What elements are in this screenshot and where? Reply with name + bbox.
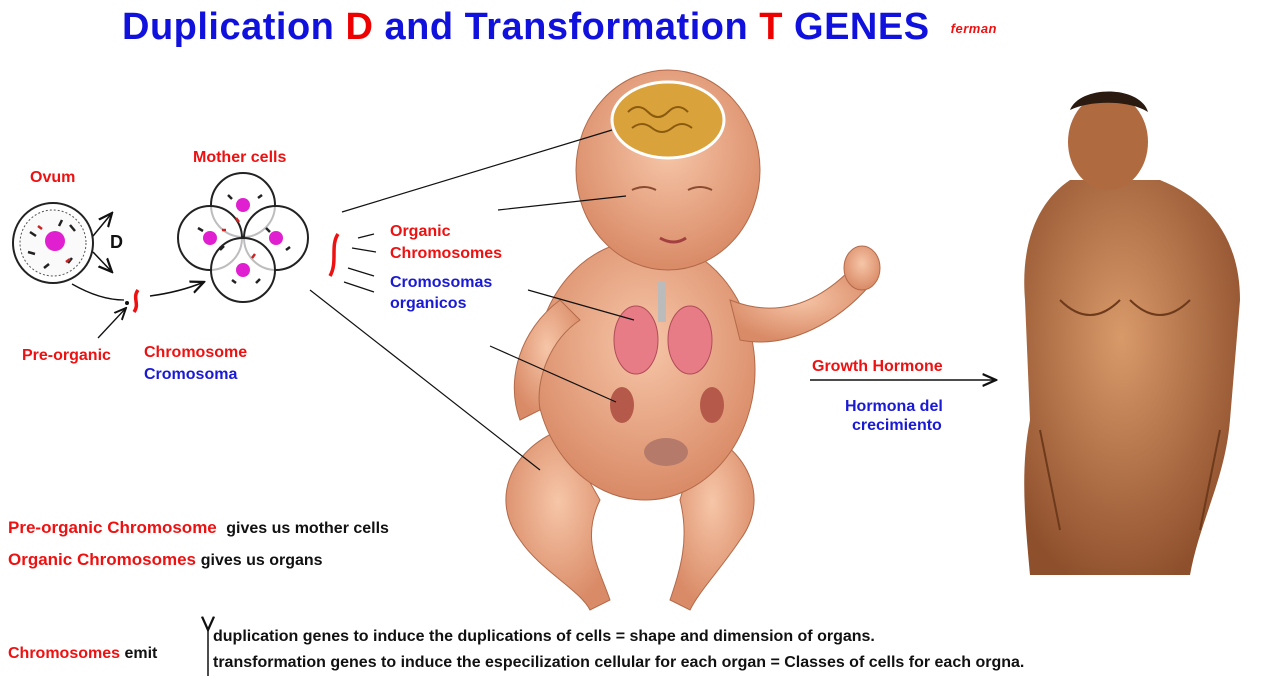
- chromosomes-label: Chromosomes: [390, 244, 502, 263]
- footer-chromosomes: Chromosomes: [8, 645, 120, 662]
- footer-emit: emit: [124, 645, 157, 662]
- d-arrow-label: D: [110, 232, 123, 253]
- ovum-label: Ovum: [30, 168, 75, 187]
- organic-chromosome-mark: [330, 234, 338, 276]
- kidney-icon: [610, 387, 634, 423]
- hormona-label-2: crecimiento: [852, 416, 942, 435]
- mother-cells-label: Mother cells: [193, 148, 286, 167]
- chromosome-label: Chromosome: [144, 343, 247, 362]
- footer-line-1: duplication genes to induce the duplicat…: [213, 628, 875, 646]
- footer-line-2: transformation genes to induce the espec…: [213, 654, 1024, 672]
- mother-cells: [178, 173, 308, 302]
- kidney-icon: [700, 387, 724, 423]
- brain-icon: [612, 82, 724, 158]
- legend-line-1: Pre-organic Chromosome gives us mother c…: [8, 518, 389, 538]
- legend-pre-organic: Pre-organic Chromosome: [8, 518, 217, 537]
- pre-organic-chromosome-mark: [134, 290, 138, 312]
- organic-label: Organic: [390, 222, 450, 241]
- cromosomas-label: Cromosomas: [390, 273, 492, 292]
- footer-left: Chromosomes emit: [8, 645, 157, 663]
- pre-organic-label: Pre-organic: [22, 346, 111, 365]
- baby-illustration: [506, 70, 880, 610]
- cromosoma-label: Cromosoma: [144, 365, 237, 384]
- legend-organic: Organic Chromosomes: [8, 550, 196, 569]
- organicos-label: organicos: [390, 294, 466, 313]
- bladder-icon: [644, 438, 688, 466]
- legend-organs: gives us organs: [201, 552, 323, 569]
- ovum-cell: [13, 203, 93, 283]
- legend-line-2: Organic Chromosomes gives us organs: [8, 550, 323, 570]
- legend-mother-cells: gives us mother cells: [226, 520, 389, 537]
- hormona-label-1: Hormona del: [845, 397, 943, 416]
- growth-hormone-label: Growth Hormone: [812, 357, 943, 376]
- adult-man-illustration: [1024, 91, 1240, 575]
